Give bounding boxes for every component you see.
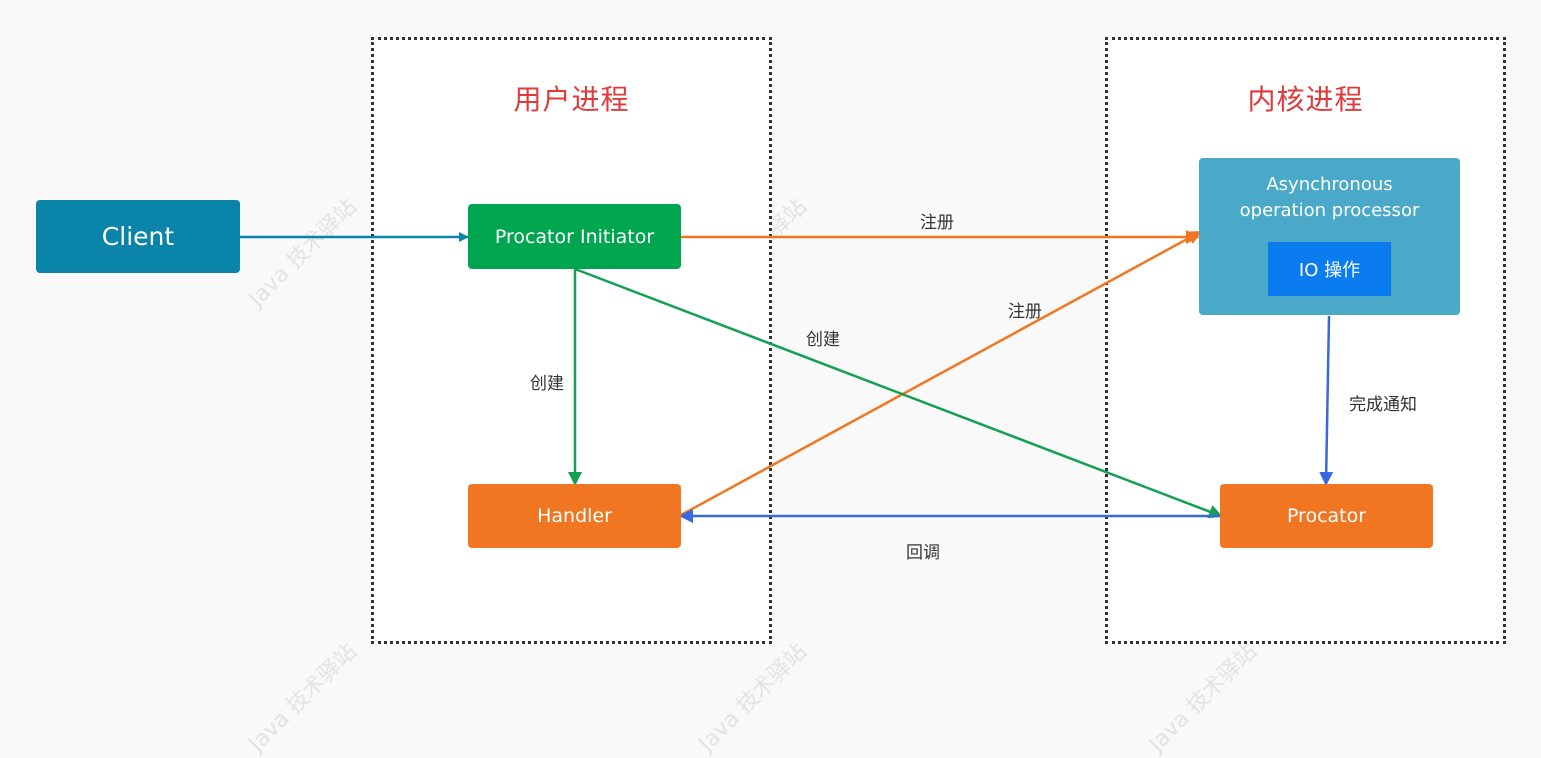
procator-label: Procator — [1286, 505, 1367, 527]
async-processor-line2: operation processor — [1239, 200, 1420, 221]
user-process-title: 用户进程 — [513, 83, 630, 116]
procator-initiator-label: Procator Initiator — [494, 225, 655, 248]
edge-complete-notify — [1319, 315, 1334, 486]
io-operation-label: IO 操作 — [1298, 260, 1361, 281]
label-register-top: 注册 — [920, 213, 954, 233]
diagram-canvas: Java 技术驿站 Java 技术驿站 Java 技术驿站 Java 技术驿站 … — [36, 37, 1506, 757]
io-operation-node: IO 操作 — [1268, 242, 1391, 296]
kernel-process-title: 内核进程 — [1247, 83, 1364, 116]
edges-layer — [240, 230, 1334, 523]
procator-initiator-node: Procator Initiator — [468, 204, 681, 269]
label-create-diag: 创建 — [806, 330, 840, 350]
procator-node: Procator — [1220, 484, 1433, 548]
edge-create-diag — [574, 267, 1223, 519]
client-label: Client — [101, 222, 175, 251]
async-processor-node: Asynchronous operation processor IO 操作 — [1199, 158, 1460, 315]
handler-node: Handler — [468, 484, 681, 548]
handler-label: Handler — [537, 505, 612, 527]
client-node: Client — [36, 200, 240, 273]
async-processor-line1: Asynchronous — [1266, 174, 1393, 195]
label-callback: 回调 — [906, 543, 940, 563]
label-complete-notify: 完成通知 — [1349, 395, 1417, 415]
edge-register-diag — [680, 230, 1202, 517]
label-create-down: 创建 — [530, 374, 564, 394]
label-register-diag: 注册 — [1008, 302, 1042, 322]
